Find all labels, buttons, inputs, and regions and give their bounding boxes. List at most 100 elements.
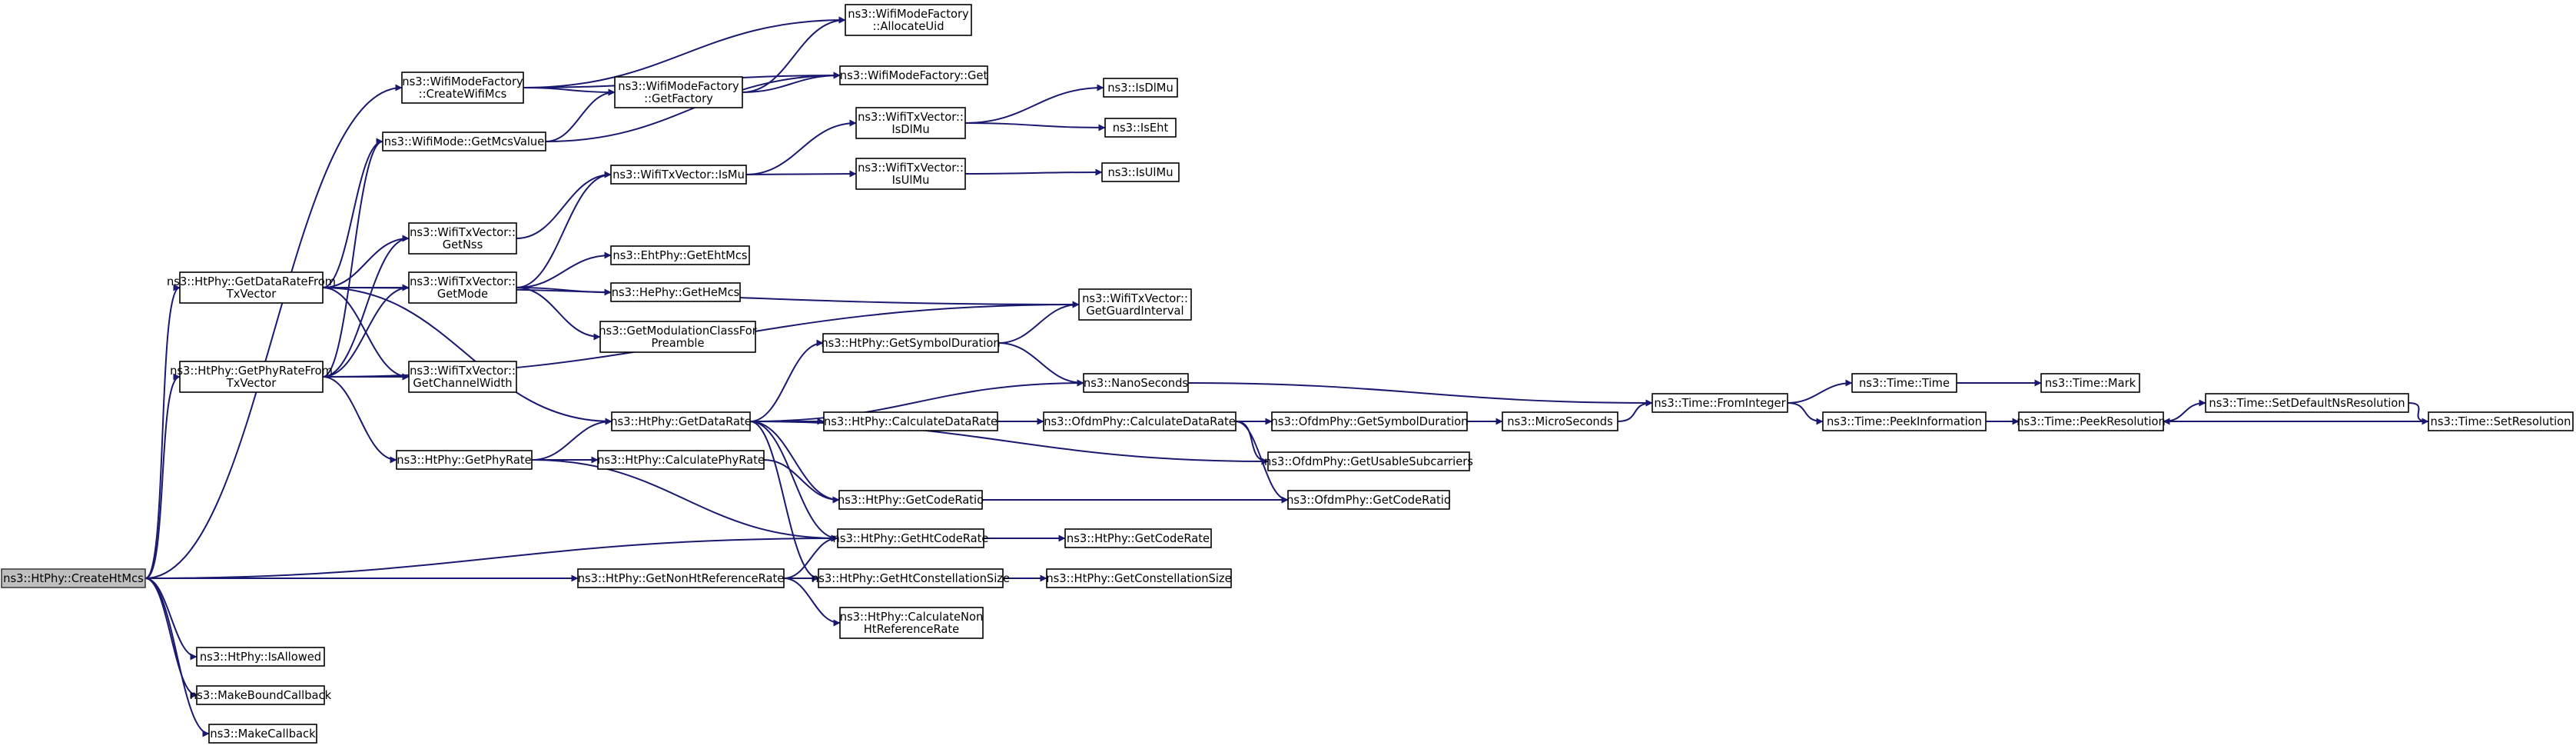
edge-get-data-rate-to-ht-get-code-ratio [749, 421, 840, 504]
node-label-get-mcs-value-1: ns3::WifiMode::GetMcsValue [384, 135, 545, 148]
node-label-nano-seconds-1: ns3::NanoSeconds [1084, 377, 1188, 390]
node-label-get-symbol-duration-1: ns3::HtPhy::GetSymbolDuration [821, 337, 1000, 350]
node-get-factory[interactable]: ns3::WifiModeFactory::GetFactory [614, 76, 743, 108]
node-time-mark[interactable]: ns3::Time::Mark [2040, 373, 2140, 393]
edge-get-data-rate-from-tx-vector-to-get-mcs-value [322, 138, 383, 288]
node-time-time[interactable]: ns3::Time::Time [1851, 373, 1957, 393]
node-ht-calculate-data-rate[interactable]: ns3::HtPhy::CalculateDataRate [823, 411, 998, 431]
node-is-allowed[interactable]: ns3::HtPhy::IsAllowed [196, 647, 325, 667]
node-is-dl-mu[interactable]: ns3::IsDlMu [1103, 78, 1178, 98]
node-ofdm-get-code-ratio[interactable]: ns3::OfdmPhy::GetCodeRatio [1286, 490, 1451, 510]
edge-get-factory-to-allocate-uid [742, 16, 846, 93]
node-label-get-data-rate-from-tx-vector-1: ns3::HtPhy::GetDataRateFrom [167, 275, 336, 288]
node-he-get-he-mcs[interactable]: ns3::HePhy::GetHeMcs [610, 282, 741, 302]
node-label-get-guard-interval-2: GetGuardInterval [1086, 305, 1183, 318]
node-ofdm-get-symbol-duration[interactable]: ns3::OfdmPhy::GetSymbolDuration [1271, 411, 1469, 431]
node-ht-get-code-ratio[interactable]: ns3::HtPhy::GetCodeRatio [838, 490, 984, 510]
node-label-is-dl-mu-vec-2: IsDlMu [891, 123, 929, 136]
node-from-integer[interactable]: ns3::Time::FromInteger [1651, 393, 1788, 413]
node-label-get-factory-2: ::GetFactory [644, 92, 713, 105]
node-eht-get-eht-mcs[interactable]: ns3::EhtPhy::GetEhtMcs [610, 245, 750, 265]
node-ht-get-code-rate[interactable]: ns3::HtPhy::GetCodeRate [1064, 528, 1212, 548]
node-box-calculate-phy-rate [597, 450, 765, 470]
node-get-ht-constellation-size[interactable]: ns3::HtPhy::GetHtConstellationSize [812, 568, 1010, 588]
node-box-set-resolution [2428, 411, 2574, 431]
node-create-ht-mcs[interactable]: ns3::HtPhy::CreateHtMcs [1, 568, 146, 588]
edge-get-symbol-duration-to-nano-seconds [998, 342, 1084, 387]
edge-get-mode-to-eht-get-eht-mcs [516, 251, 612, 288]
node-box-get-channel-width [408, 361, 517, 393]
node-box-create-ht-mcs [1, 568, 146, 588]
node-label-eht-get-eht-mcs-1: ns3::EhtPhy::GetEhtMcs [612, 249, 747, 262]
node-label-ht-get-constellation-size-1: ns3::HtPhy::GetConstellationSize [1046, 572, 1231, 585]
edge-create-wifi-mcs-to-get-factory [523, 87, 616, 96]
node-box-ofdm-get-symbol-duration [1271, 411, 1468, 431]
node-box-micro-seconds [1502, 411, 1618, 431]
node-label-get-phy-rate-1: ns3::HtPhy::GetPhyRate [397, 454, 531, 467]
node-get-channel-width[interactable]: ns3::WifiTxVector::GetChannelWidth [408, 361, 517, 393]
node-label-peek-resolution-1: ns3::Time::PeekResolution [2017, 415, 2166, 428]
node-set-default-ns-resolution[interactable]: ns3::Time::SetDefaultNsResolution [2205, 393, 2409, 413]
node-ht-get-constellation-size[interactable]: ns3::HtPhy::GetConstellationSize [1046, 568, 1232, 588]
node-ofdm-get-usable-subcarriers[interactable]: ns3::OfdmPhy::GetUsableSubcarriers [1264, 451, 1473, 471]
node-box-is-ul-mu-vec [855, 158, 966, 190]
node-peek-information[interactable]: ns3::Time::PeekInformation [1822, 411, 1987, 431]
node-box-time-time [1851, 373, 1957, 393]
node-label-get-guard-interval-1: ns3::WifiTxVector:: [1082, 292, 1188, 305]
node-get-nss[interactable]: ns3::WifiTxVector::GetNss [408, 222, 517, 255]
node-label-get-modulation-class-1: ns3::GetModulationClassFor [599, 325, 757, 338]
node-box-get-phy-rate [396, 450, 533, 470]
node-get-data-rate[interactable]: ns3::HtPhy::GetDataRate [610, 411, 752, 431]
node-is-dl-mu-vec[interactable]: ns3::WifiTxVector::IsDlMu [855, 107, 966, 139]
node-label-ht-get-code-ratio-1: ns3::HtPhy::GetCodeRatio [838, 494, 984, 507]
node-box-nano-seconds [1083, 373, 1189, 393]
node-box-ht-get-code-ratio [838, 490, 983, 510]
node-label-get-non-ht-reference-rate-1: ns3::HtPhy::GetNonHtReferenceRate [578, 572, 785, 585]
node-label-get-phy-rate-from-tx-vector-1: ns3::HtPhy::GetPhyRateFrom [170, 365, 333, 378]
node-box-peek-resolution [2018, 411, 2164, 431]
node-get-mcs-value[interactable]: ns3::WifiMode::GetMcsValue [382, 131, 546, 151]
node-is-eht[interactable]: ns3::IsEht [1104, 118, 1177, 138]
node-box-is-eht [1104, 118, 1177, 138]
node-label-from-integer-1: ns3::Time::FromInteger [1654, 397, 1786, 410]
node-get-phy-rate[interactable]: ns3::HtPhy::GetPhyRate [396, 450, 533, 470]
edge-create-wifi-mcs-to-allocate-uid [523, 16, 846, 88]
node-make-callback[interactable]: ns3::MakeCallback [208, 724, 317, 744]
edge-get-phy-rate-from-tx-vector-to-get-nss [322, 235, 410, 378]
node-factory-get[interactable]: ns3::WifiModeFactory::Get [839, 65, 988, 85]
node-nano-seconds[interactable]: ns3::NanoSeconds [1083, 373, 1189, 393]
edge-create-ht-mcs-to-get-data-rate-from-tx-vector [144, 284, 181, 579]
node-get-non-ht-reference-rate[interactable]: ns3::HtPhy::GetNonHtReferenceRate [577, 568, 785, 588]
node-label-get-mode-1: ns3::WifiTxVector:: [410, 275, 516, 288]
node-label-is-ul-mu-vec-2: IsUlMu [892, 174, 930, 187]
node-get-symbol-duration[interactable]: ns3::HtPhy::GetSymbolDuration [821, 333, 1001, 353]
node-get-guard-interval[interactable]: ns3::WifiTxVector::GetGuardInterval [1078, 288, 1192, 321]
node-label-is-eht-1: ns3::IsEht [1113, 122, 1169, 135]
edge-is-mu-to-is-dl-mu-vec [745, 119, 857, 175]
edge-create-ht-mcs-to-make-bound-callback [144, 578, 198, 699]
node-ofdm-calculate-data-rate[interactable]: ns3::OfdmPhy::CalculateDataRate [1043, 411, 1237, 431]
node-box-get-symbol-duration [822, 333, 999, 353]
node-create-wifi-mcs[interactable]: ns3::WifiModeFactory::CreateWifiMcs [401, 72, 524, 104]
node-is-mu[interactable]: ns3::WifiTxVector::IsMu [610, 165, 747, 185]
edge-get-non-ht-reference-rate-to-calculate-non-ht-reference-rate [783, 578, 841, 627]
node-get-mode[interactable]: ns3::WifiTxVector::GetMode [408, 271, 517, 304]
node-is-ul-mu[interactable]: ns3::IsUlMu [1101, 162, 1180, 182]
node-label-micro-seconds-1: ns3::MicroSeconds [1507, 415, 1612, 428]
node-box-peek-information [1822, 411, 1987, 431]
node-micro-seconds[interactable]: ns3::MicroSeconds [1502, 411, 1618, 431]
node-get-ht-code-rate[interactable]: ns3::HtPhy::GetHtCodeRate [833, 528, 989, 548]
node-allocate-uid[interactable]: ns3::WifiModeFactory::AllocateUid [845, 4, 972, 36]
node-set-resolution[interactable]: ns3::Time::SetResolution [2428, 411, 2574, 431]
node-make-bound-callback[interactable]: ns3::MakeBoundCallback [190, 685, 332, 705]
node-box-make-callback [208, 724, 317, 744]
node-peek-resolution[interactable]: ns3::Time::PeekResolution [2017, 411, 2166, 431]
edge-get-non-ht-reference-rate-to-get-ht-code-rate [783, 534, 838, 579]
node-is-ul-mu-vec[interactable]: ns3::WifiTxVector::IsUlMu [855, 158, 966, 190]
node-calculate-phy-rate[interactable]: ns3::HtPhy::CalculatePhyRate [597, 450, 765, 470]
